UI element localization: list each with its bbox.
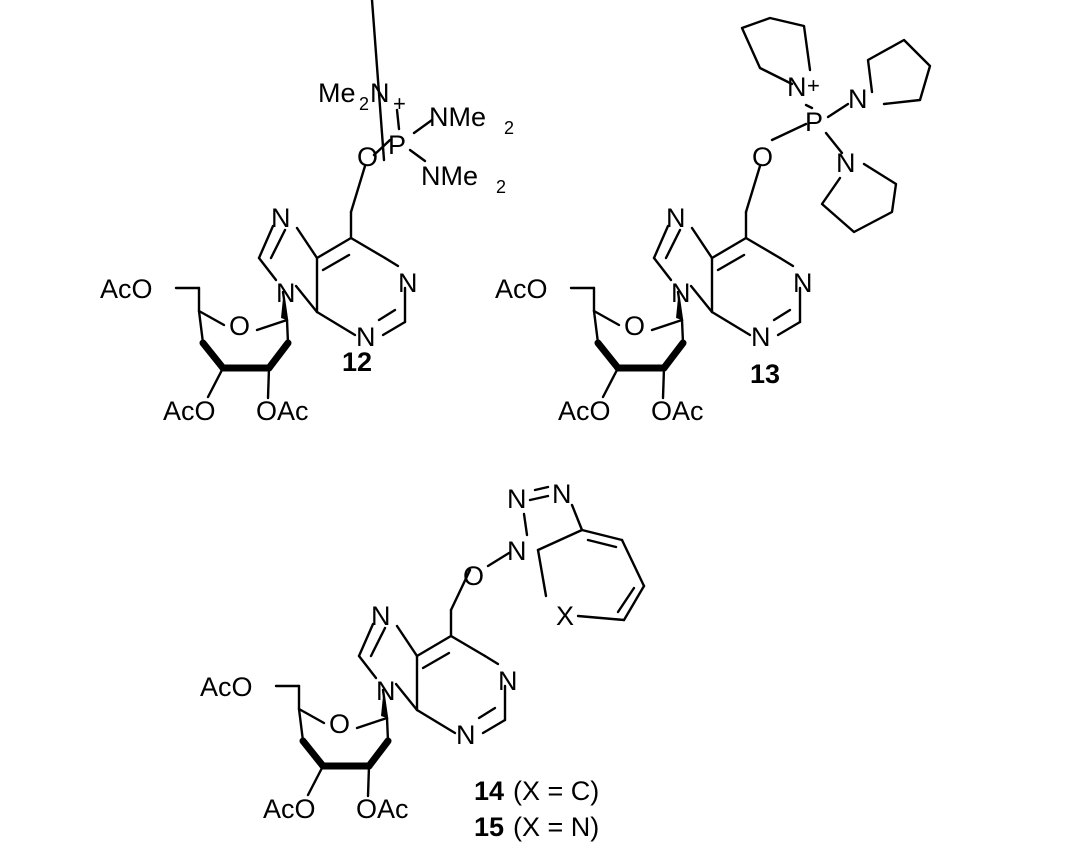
svg-text:2: 2 [504, 118, 514, 138]
n-pyr2-label-13: N [848, 84, 868, 114]
nme2-label-lower-12: NMe 2 [421, 161, 506, 197]
svg-text:(X = N): (X = N) [513, 812, 599, 842]
svg-text:Me: Me [318, 78, 356, 108]
oac-2-label-12: OAc [256, 396, 309, 426]
svg-text:N: N [370, 78, 390, 108]
ribose-bonds [569, 286, 687, 400]
phosphonium-bonds [744, 102, 850, 214]
aco-5-label-13: AcO [495, 274, 548, 304]
ribose-bonds [174, 286, 292, 400]
structure-13: N N N N O P N + N N O AcO AcO OAc 13 [495, 16, 932, 426]
n7-label-14: N [371, 601, 391, 631]
svg-text:2: 2 [359, 94, 369, 114]
pyrrolidine-rings [740, 16, 932, 234]
aco-3-label-12: AcO [163, 396, 216, 426]
me2n-label-12: Me 2 N [318, 78, 390, 114]
n9-label-13: N [671, 278, 691, 308]
p-label-12: P [388, 130, 406, 160]
n7-label-13: N [666, 203, 686, 233]
benzotriazole-bonds [449, 485, 646, 622]
compound-12-label: 12 [342, 347, 372, 377]
n1-bt-label-14: N [507, 536, 527, 566]
n3-label-13: N [751, 322, 771, 352]
ring-o-label-14: O [329, 709, 350, 739]
purine-bonds [257, 0, 407, 337]
plus-label-12: + [393, 91, 406, 116]
compound-13-label: 13 [750, 359, 780, 389]
n1-label-13: N [793, 268, 813, 298]
plus-label-13: + [807, 73, 820, 98]
link-o-label-12: O [357, 142, 378, 172]
aco-5-label-14: AcO [200, 672, 253, 702]
svg-text:15: 15 [474, 812, 504, 842]
compound-14-label: 12 14 (X = C) [474, 776, 599, 806]
n-pyr1-label-13: N [787, 72, 807, 102]
svg-text:14: 14 [474, 776, 504, 806]
structure-14-15: N N N N O N N N X O AcO AcO OAc 12 14 (X… [200, 479, 646, 842]
ribose-bonds [274, 684, 392, 798]
n9-label-14: N [376, 676, 396, 706]
oac-2-label-14: OAc [356, 794, 409, 824]
phosphonium-bonds [349, 108, 434, 214]
n1-label-12: N [398, 268, 418, 298]
x-label-14: X [556, 601, 574, 631]
p-label-13: P [805, 107, 823, 137]
n3-bt-label-14: N [552, 479, 572, 509]
aco-3-label-13: AcO [558, 396, 611, 426]
ring-o-label-13: O [624, 311, 645, 341]
n9-label-12: N [276, 278, 296, 308]
purine-bonds [652, 210, 802, 337]
nme2-label-upper-12: NMe 2 [429, 102, 514, 138]
svg-text:NMe: NMe [421, 161, 478, 191]
n3-label-14: N [456, 720, 476, 750]
structure-12: N N N N O P + O AcO AcO OAc Me 2 N NMe 2… [100, 0, 514, 426]
aco-3-label-14: AcO [263, 794, 316, 824]
n7-label-12: N [271, 203, 291, 233]
oac-2-label-13: OAc [651, 396, 704, 426]
n1-label-14: N [498, 666, 518, 696]
n3-label-12: N [356, 322, 376, 352]
link-o-label-14: O [463, 561, 484, 591]
svg-text:(X = C): (X = C) [513, 776, 599, 806]
purine-bonds [357, 608, 507, 735]
ring-o-label-12: O [229, 311, 250, 341]
link-o-label-13: O [752, 142, 773, 172]
aco-5-label-12: AcO [100, 274, 153, 304]
n-pyr3-label-13: N [836, 148, 856, 178]
svg-text:NMe: NMe [429, 102, 486, 132]
n2-bt-label-14: N [507, 484, 527, 514]
compound-15-label: 15 (X = N) [474, 812, 599, 842]
svg-text:2: 2 [496, 177, 506, 197]
